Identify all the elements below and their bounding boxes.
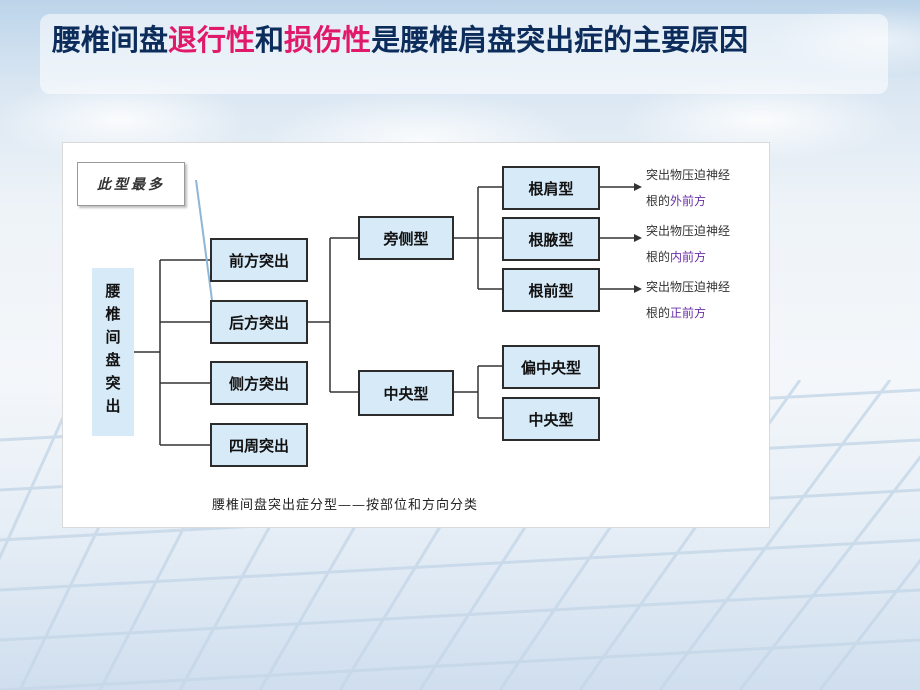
desc-line-1: 突出物压迫神经 <box>646 280 731 294</box>
node-shoulder-type: 根肩型 <box>502 166 600 210</box>
title-part-1: 腰椎间盘 <box>52 23 169 57</box>
title-highlight-injury: 损伤性 <box>284 23 372 57</box>
slide-title: 腰椎间盘退行性和损伤性是腰椎肩盘突出症的主要原因 <box>52 20 882 60</box>
desc-shoulder-type: 突出物压迫神经 根的外前方 <box>646 162 766 214</box>
desc-line-2: 根的正前方 <box>646 306 707 320</box>
node-off-center-type: 偏中央型 <box>502 345 600 389</box>
title-part-2: 和 <box>255 23 285 57</box>
node-anterior-herniation: 前方突出 <box>210 238 308 282</box>
desc-line-1: 突出物压迫神经 <box>646 168 731 182</box>
desc-line-2: 根的内前方 <box>646 250 707 264</box>
desc-anterior-root-type: 突出物压迫神经 根的正前方 <box>646 274 766 326</box>
node-lateral-herniation: 侧方突出 <box>210 361 308 405</box>
desc-axilla-type: 突出物压迫神经 根的内前方 <box>646 218 766 270</box>
node-circumferential-herniation: 四周突出 <box>210 423 308 467</box>
node-axilla-type: 根腋型 <box>502 217 600 261</box>
title-highlight-degeneration: 退行性 <box>168 23 256 57</box>
node-paracentral-type: 旁侧型 <box>358 216 454 260</box>
desc-line-1: 突出物压迫神经 <box>646 224 731 238</box>
node-central-type: 中央型 <box>358 370 454 416</box>
title-part-3: 是腰椎肩盘突出症的主要原因 <box>371 23 749 57</box>
node-anterior-root-type: 根前型 <box>502 268 600 312</box>
diagram-caption: 腰椎间盘突出症分型——按部位和方向分类 <box>212 498 479 513</box>
desc-line-2: 根的外前方 <box>646 194 707 208</box>
node-posterior-herniation: 后方突出 <box>210 300 308 344</box>
title-bar <box>40 14 888 94</box>
diagram-panel <box>62 142 770 528</box>
node-central-subtype: 中央型 <box>502 397 600 441</box>
root-node-disc-herniation: 腰椎间盘突出 <box>92 268 134 436</box>
most-common-note: 此型最多 <box>77 162 185 206</box>
